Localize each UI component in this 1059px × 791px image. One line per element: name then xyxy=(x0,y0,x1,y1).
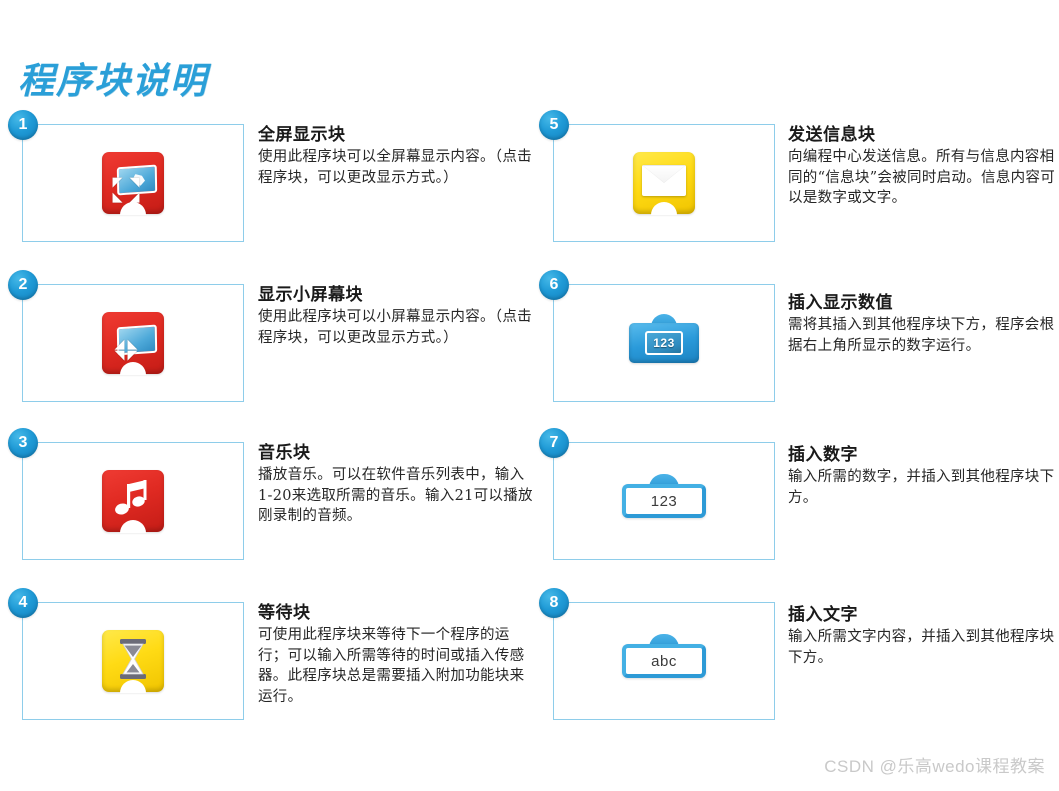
block-bottom-notch xyxy=(120,680,146,693)
small-screen-display-block-icon[interactable]: ◢ ◣ ◥ ◤ xyxy=(22,284,244,402)
entry-frame xyxy=(22,442,244,560)
block-bottom-notch xyxy=(120,362,146,375)
envelope-icon xyxy=(642,164,686,196)
block-bottom-notch xyxy=(120,520,146,533)
value-screen: 123 xyxy=(645,331,683,355)
entry-frame xyxy=(22,124,244,242)
block-glyph xyxy=(633,152,695,214)
entry-title: 插入数字 xyxy=(788,445,858,465)
entry-frame xyxy=(553,284,775,402)
entry-frame xyxy=(22,602,244,720)
entry-description: 输入所需的数字，并插入到其他程序块下方。 xyxy=(788,469,1055,506)
entry-text: 显示小屏幕块 使用此程序块可以小屏幕显示内容。（点击程序块，可以更改显示方式。） xyxy=(258,280,533,348)
hourglass-wait-block-icon[interactable] xyxy=(22,602,244,720)
block-glyph xyxy=(102,630,164,692)
entry-number-badge: 7 xyxy=(539,428,569,458)
block-glyph xyxy=(102,470,164,532)
entry-description: 播放音乐。可以在软件音乐列表中，输入1-20来选取所需的音乐。输入21可以播放刚… xyxy=(258,467,533,525)
entry-text: 插入显示数值 需将其插入到其他程序块下方，程序会根据右上角所显示的数字运行。 xyxy=(788,288,1059,356)
entry-number-badge: 4 xyxy=(8,588,38,618)
entry-number-badge: 1 xyxy=(8,110,38,140)
entry-description: 可使用此程序块来等待下一个程序的运行；可以输入所需等待的时间或插入传感器。此程序… xyxy=(258,627,525,705)
csdn-watermark: CSDN @乐高wedo课程教案 xyxy=(824,757,1045,776)
entry-number-badge: 3 xyxy=(8,428,38,458)
entry-number-badge: 2 xyxy=(8,270,38,300)
music-note-block-icon[interactable] xyxy=(22,442,244,560)
entry-description: 输入所需文字内容，并插入到其他程序块下方。 xyxy=(788,629,1055,666)
hourglass-icon xyxy=(120,639,146,679)
number-input-block-icon[interactable]: 123 xyxy=(553,442,775,560)
number-input-field[interactable]: 123 xyxy=(622,484,706,518)
entry-number-badge: 8 xyxy=(539,588,569,618)
entry-number-badge: 5 xyxy=(539,110,569,140)
entry-title: 显示小屏幕块 xyxy=(258,285,363,305)
entry-description: 使用此程序块可以小屏幕显示内容。（点击程序块，可以更改显示方式。） xyxy=(258,309,532,346)
entry-title: 插入文字 xyxy=(788,605,858,625)
entry-title: 全屏显示块 xyxy=(258,125,346,145)
entry-text: 等待块 可使用此程序块来等待下一个程序的运行；可以输入所需等待的时间或插入传感器… xyxy=(258,598,533,707)
block-bottom-notch xyxy=(651,202,677,215)
entry-number-badge: 6 xyxy=(539,270,569,300)
entry-frame xyxy=(22,284,244,402)
entry-text: 插入文字 输入所需文字内容，并插入到其他程序块下方。 xyxy=(788,600,1059,668)
block-body: 123 xyxy=(629,323,699,363)
entry-description: 使用此程序块可以全屏幕显示内容。（点击程序块，可以更改显示方式。） xyxy=(258,149,532,186)
display-value-block-icon[interactable]: 123 xyxy=(553,284,775,402)
entry-text: 全屏显示块 使用此程序块可以全屏幕显示内容。（点击程序块，可以更改显示方式。） xyxy=(258,120,533,188)
entry-text: 音乐块 播放音乐。可以在软件音乐列表中，输入1-20来选取所需的音乐。输入21可… xyxy=(258,438,533,527)
expand-arrows-icon: ◤ ◥ ◣ ◢ xyxy=(112,175,140,205)
block-bottom-notch xyxy=(120,202,146,215)
page-title: 程序块说明 xyxy=(18,60,209,102)
entry-frame xyxy=(553,442,775,560)
entry-frame xyxy=(553,602,775,720)
music-note-icon xyxy=(115,480,147,515)
entry-title: 等待块 xyxy=(258,603,311,623)
collapse-arrows-icon: ◢ ◣ ◥ ◤ xyxy=(114,337,138,363)
entry-title: 插入显示数值 xyxy=(788,293,893,313)
entry-text: 插入数字 输入所需的数字，并插入到其他程序块下方。 xyxy=(788,440,1059,508)
text-input-block-icon[interactable]: abc xyxy=(553,602,775,720)
entry-text: 发送信息块 向编程中心发送信息。所有与信息内容相同的“信息块”会被同时启动。信息… xyxy=(788,120,1059,209)
entry-description: 向编程中心发送信息。所有与信息内容相同的“信息块”会被同时启动。信息内容可以是数… xyxy=(788,149,1056,207)
envelope-message-block-icon[interactable] xyxy=(553,124,775,242)
text-input-field[interactable]: abc xyxy=(622,644,706,678)
entry-title: 音乐块 xyxy=(258,443,311,463)
entry-description: 需将其插入到其他程序块下方，程序会根据右上角所显示的数字运行。 xyxy=(788,317,1055,354)
fullscreen-display-block-icon[interactable]: ◤ ◥ ◣ ◢ xyxy=(22,124,244,242)
entry-frame xyxy=(553,124,775,242)
entry-title: 发送信息块 xyxy=(788,125,876,145)
